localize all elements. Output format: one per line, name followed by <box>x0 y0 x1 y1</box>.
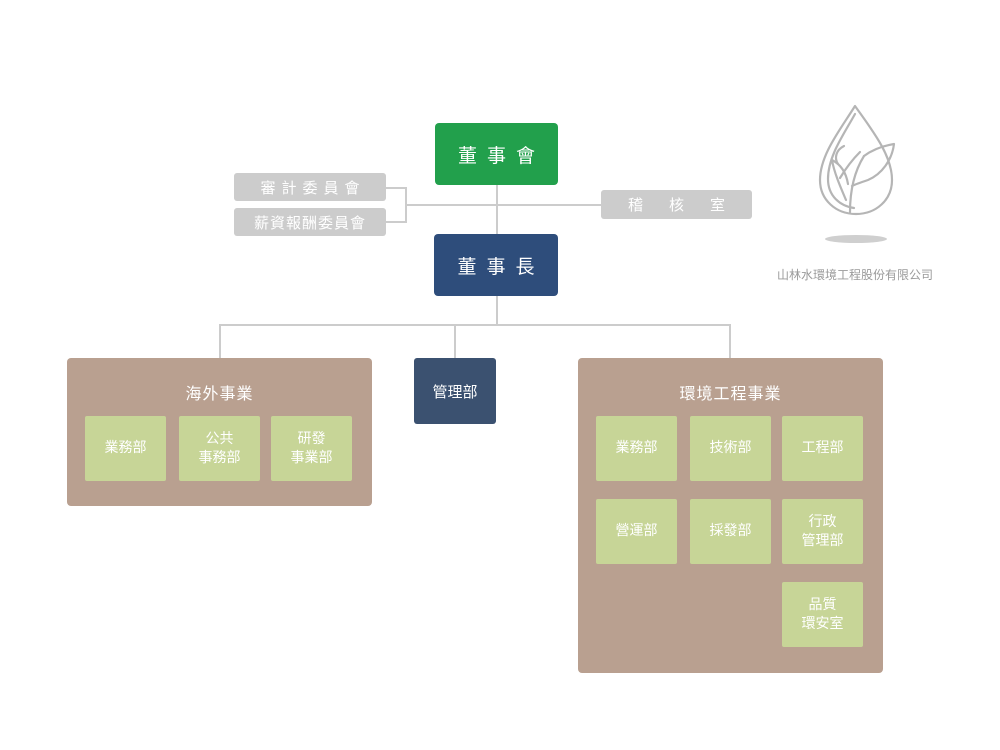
overseas-public-affairs-dept: 公共 事務部 <box>179 416 260 481</box>
audit-committee-box: 審計委員會 <box>234 173 386 201</box>
overseas-rd-dept: 研發 事業部 <box>271 416 352 481</box>
audit-office-label: 稽核室 <box>627 196 751 214</box>
env-quality-safety-office: 品質 環安室 <box>782 582 863 647</box>
overseas-division-title: 海外事業 <box>185 384 254 403</box>
committee-branch-line <box>405 204 601 206</box>
compensation-committee-label: 薪資報酬委員會 <box>253 213 366 232</box>
board-of-directors-label: 董事會 <box>457 144 545 167</box>
board-of-directors-box: 董事會 <box>435 123 558 185</box>
company-logo <box>810 100 905 250</box>
env-sales-dept: 業務部 <box>596 416 677 481</box>
env-technology-dept: 技術部 <box>690 416 771 481</box>
committee-bracket-bottom <box>385 221 407 223</box>
management-dept-box: 管理部 <box>414 358 496 424</box>
compensation-committee-box: 薪資報酬委員會 <box>234 208 386 236</box>
management-drop-connector <box>454 324 456 359</box>
divisions-horizontal-connector <box>219 324 731 326</box>
env-procurement-dept: 採發部 <box>690 499 771 564</box>
env-operations-dept: 營運部 <box>596 499 677 564</box>
audit-committee-label: 審計委員會 <box>260 178 366 197</box>
board-chairman-connector <box>496 184 498 234</box>
committee-bracket-top <box>385 187 407 189</box>
chairman-box: 董事長 <box>434 234 558 296</box>
overseas-sales-dept: 業務部 <box>85 416 166 481</box>
audit-office-box: 稽核室 <box>601 190 752 219</box>
env-engineering-division-title: 環境工程事業 <box>679 384 782 403</box>
overseas-division-panel: 海外事業 業務部 公共 事務部 研發 事業部 <box>67 358 372 506</box>
chairman-label: 董事長 <box>457 255 545 278</box>
chairman-down-connector <box>496 295 498 325</box>
env-engineering-division-panel: 環境工程事業 業務部 技術部 工程部 營運部 採發部 行政 管理部 品質 環安室 <box>578 358 883 673</box>
company-name: 山林水環境工程股份有限公司 <box>776 268 933 282</box>
env-admin-dept: 行政 管理部 <box>782 499 863 564</box>
env-drop-connector <box>729 324 731 359</box>
overseas-drop-connector <box>219 324 221 359</box>
leaf-drop-icon <box>818 104 896 243</box>
management-dept-label: 管理部 <box>432 382 478 401</box>
env-engineering-dept: 工程部 <box>782 416 863 481</box>
